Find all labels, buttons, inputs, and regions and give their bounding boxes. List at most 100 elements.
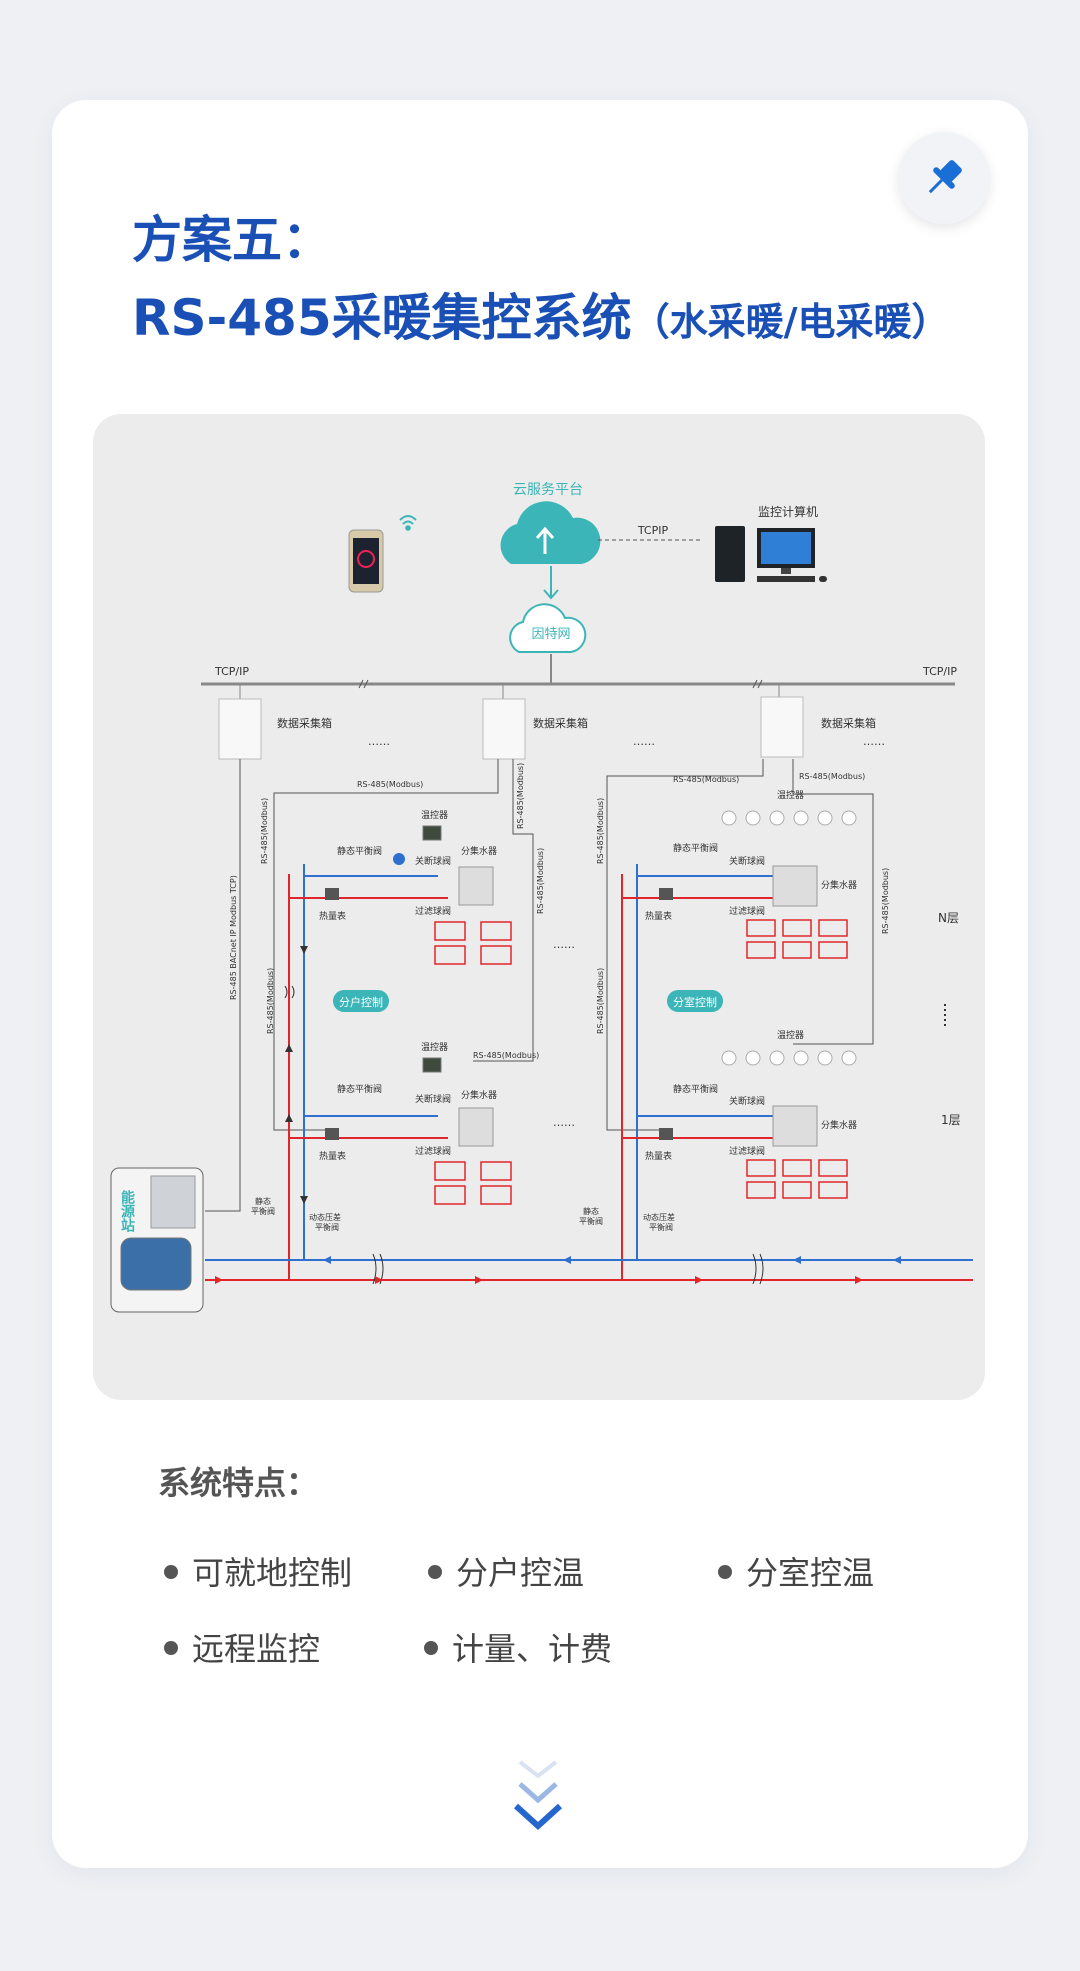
valve-icon [393,853,405,865]
thermostat-label-4: 温控器 [777,1029,804,1041]
rs485-label-h: RS-485(Modbus) [799,772,865,781]
rs485-label-g: RS-485(Modbus) [673,775,739,784]
thermostat-1 [422,825,442,841]
filter-valve-label-3: 过滤球阀 [729,905,765,917]
feature-item: 分户控温 [428,1548,584,1594]
rs485-bacnet-label: RS-485 BACnet IP Modbus TCP) [229,875,238,1000]
rs485-label-c: RS-485(Modbus) [516,763,525,829]
manifold-label-2: 分集水器 [461,1089,497,1101]
chevron-down-icon [513,1760,563,1831]
rs485-label-k: RS-485(Modbus) [881,868,890,934]
feature-item: 可就地控制 [164,1548,352,1594]
heat-meter-2 [325,1128,339,1140]
dynamic-balance-label-1: 平衡阀 [315,1222,339,1232]
bullet-icon [718,1565,732,1579]
heat-meter-1 [325,888,339,900]
filter-valve-label-2: 过滤球阀 [415,1145,451,1157]
manifold-3 [772,865,818,907]
heat-meter-label-1: 热量表 [319,910,346,922]
page-title-line1: 方案五： [132,211,332,269]
title-main: RS-485采暖集控系统 [132,289,632,347]
internet-cloud [509,603,587,653]
heat-meter-label-4: 热量表 [645,1150,672,1162]
thermostat-label-3: 温控器 [777,789,804,801]
system-diagram: 云服务平台 TCPIP 监控计算机 因特网 TCP/IP TCP/IP 数据采集… [93,414,985,1400]
feature-item: 远程监控 [164,1624,320,1670]
monitor-pc-label: 监控计算机 [758,504,818,519]
dynamic-dp-label-1: 动态压差 [309,1212,341,1222]
computer-icon [715,526,827,582]
bullet-icon [428,1565,442,1579]
data-collector-3 [760,684,804,758]
bullet-icon [424,1641,438,1655]
ellipsis-1: …… [368,735,390,748]
balance-valve-label-2: 平衡阀 [579,1216,603,1226]
rs485-label-j: RS-485(Modbus) [596,968,605,1034]
thermostat-label-2: 温控器 [421,1041,448,1053]
boiler-icon [120,1237,192,1291]
static-valve-label-1: 静态平衡阀 [337,845,382,857]
dynamic-balance-label-2: 平衡阀 [649,1222,673,1232]
manifold-label-3: 分集水器 [821,879,857,891]
shutoff-valve-label-3: 关断球阀 [729,855,765,867]
tcpip-link-label: TCPIP [637,524,669,537]
wifi-icon [399,515,417,531]
manifold-1 [458,866,494,906]
household-control-badge [333,990,389,1012]
bullet-icon [164,1565,178,1579]
heat-meter-4 [659,1128,673,1140]
collector-label-2: 数据采集箱 [533,716,588,730]
feature-item: 计量、计费 [424,1624,612,1670]
manifold-4 [772,1105,818,1147]
static-label-1: 静态 [255,1196,271,1206]
title-subtitle: （水采暖/电采暖） [631,300,950,344]
floor-n-label: N层 [938,911,959,925]
rs485-label-b: RS-485(Modbus) [260,798,269,864]
shutoff-valve-label-1: 关断球阀 [415,855,451,867]
collector-label-3: 数据采集箱 [821,716,876,730]
rs485-label-i: RS-485(Modbus) [596,798,605,864]
heat-meter-3 [659,888,673,900]
shutoff-valve-label-2: 关断球阀 [415,1093,451,1105]
features-title: 系统特点： [158,1464,319,1502]
heat-meter-label-3: 热量表 [645,910,672,922]
balance-valve-label-1: 平衡阀 [251,1206,275,1216]
ellipsis-4: …… [553,938,575,951]
cabinet-icon [150,1175,196,1229]
bullet-icon [164,1641,178,1655]
rs485-label-a: RS-485(Modbus) [357,780,423,789]
bus-right-label: TCP/IP [922,665,957,678]
ellipsis-5: …… [553,1116,575,1129]
pin-icon [928,160,962,194]
floor-1-label: 1层 [941,1113,961,1127]
heat-meter-label-2: 热量表 [319,1150,346,1162]
cloud-icon [500,501,601,564]
data-collector-2 [482,684,526,760]
filter-valve-label-4: 过滤球阀 [729,1145,765,1157]
manifold-label-1: 分集水器 [461,845,497,857]
room-control-badge [667,990,723,1012]
feature-item: 分室控温 [718,1548,874,1594]
static-label-2: 静态 [583,1206,599,1216]
dynamic-dp-label-2: 动态压差 [643,1212,675,1222]
thermostat-2 [422,1057,442,1073]
static-valve-label-4: 静态平衡阀 [673,1083,718,1095]
smartphone-icon [348,529,384,593]
manifold-2 [458,1107,494,1147]
rs485-label-e: RS-485(Modbus) [536,848,545,914]
rs485-label-d: RS-485(Modbus) [266,968,275,1034]
manifold-label-4: 分集水器 [821,1119,857,1131]
pin-button[interactable] [898,132,990,224]
ellipsis-2: …… [633,735,655,748]
cloud-platform-label: 云服务平台 [513,482,583,498]
room-control-label: 分室控制 [673,995,717,1009]
static-valve-label-3: 静态平衡阀 [673,842,718,854]
filter-valve-label-1: 过滤球阀 [415,905,451,917]
scroll-down-button[interactable] [506,1748,570,1842]
ellipsis-3: …… [863,735,885,748]
collector-label-1: 数据采集箱 [277,716,332,730]
static-valve-label-2: 静态平衡阀 [337,1083,382,1095]
thermostat-label-1: 温控器 [421,809,448,821]
page-title-line2: RS-485采暖集控系统（水采暖/电采暖） [132,278,950,350]
rs485-label-f: RS-485(Modbus) [473,1051,539,1060]
